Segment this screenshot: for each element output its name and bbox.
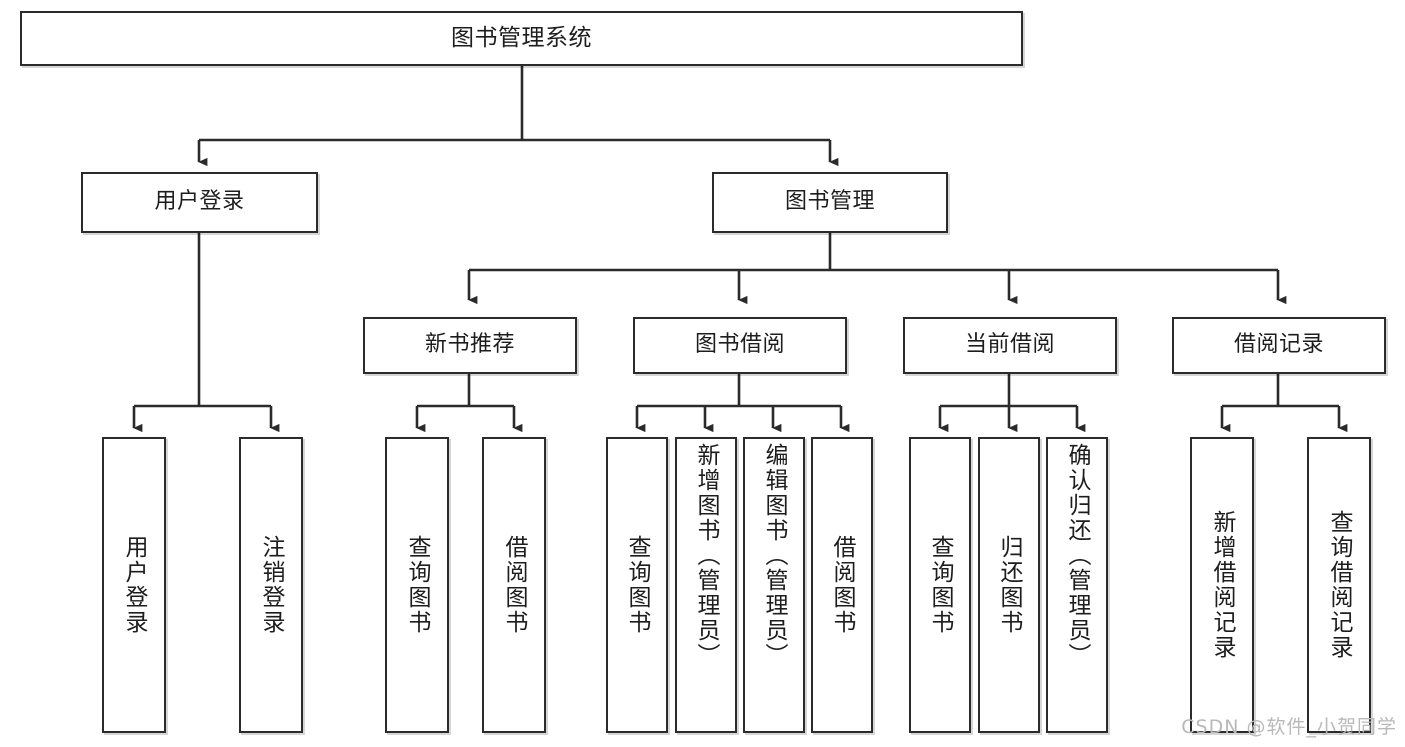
node-label: 确认归还（管理员）: [1064, 443, 1091, 668]
node-leaf-logout-login[interactable]: 注销登录: [239, 437, 303, 733]
node-label: 查询图书: [404, 535, 431, 635]
node-new-book-recommend[interactable]: 新书推荐: [363, 317, 577, 374]
node-leaf-user-login[interactable]: 用户登录: [102, 437, 166, 733]
node-book-management-system[interactable]: 图书管理系统: [20, 11, 1023, 66]
node-label: 新书推荐: [424, 332, 515, 358]
node-book-borrow[interactable]: 图书借阅: [633, 317, 847, 374]
node-current-borrow[interactable]: 当前借阅: [903, 317, 1117, 374]
watermark-text: CSDN @软件_小贺同学: [1181, 716, 1397, 738]
node-label: 借阅记录: [1233, 332, 1324, 358]
node-label: 查询图书: [624, 535, 651, 635]
node-label: 用户登录: [121, 535, 148, 635]
node-label: 用户登录: [154, 189, 245, 215]
node-label: 图书管理: [784, 189, 875, 215]
node-label: 编辑图书（管理员）: [761, 443, 788, 668]
node-label: 图书借阅: [694, 332, 785, 358]
node-label: 新增借阅记录: [1209, 510, 1236, 660]
node-leaf-query-book-3[interactable]: 查询图书: [909, 437, 971, 733]
node-label: 借阅图书: [501, 535, 528, 635]
node-label: 注销登录: [258, 535, 285, 635]
node-borrow-record[interactable]: 借阅记录: [1172, 317, 1386, 374]
node-leaf-borrow-book-1[interactable]: 借阅图书: [482, 437, 546, 733]
node-label: 新增图书（管理员）: [693, 443, 720, 668]
node-leaf-add-record[interactable]: 新增借阅记录: [1190, 437, 1254, 733]
node-label: 查询图书: [927, 535, 954, 635]
node-label: 查询借阅记录: [1326, 510, 1353, 660]
node-book-management[interactable]: 图书管理: [712, 172, 948, 233]
node-leaf-confirm-return[interactable]: 确认归还（管理员）: [1046, 437, 1108, 733]
node-leaf-add-book[interactable]: 新增图书（管理员）: [675, 437, 737, 733]
node-leaf-query-book-1[interactable]: 查询图书: [385, 437, 449, 733]
node-label: 归还图书: [996, 535, 1023, 635]
node-leaf-borrow-book-2[interactable]: 借阅图书: [811, 437, 873, 733]
node-label: 借阅图书: [829, 535, 856, 635]
node-user-login[interactable]: 用户登录: [81, 172, 318, 233]
node-label: 当前借阅: [964, 332, 1055, 358]
node-label: 图书管理系统: [451, 24, 592, 51]
node-leaf-return-book[interactable]: 归还图书: [978, 437, 1040, 733]
node-leaf-query-book-2[interactable]: 查询图书: [606, 437, 668, 733]
node-leaf-query-record[interactable]: 查询借阅记录: [1307, 437, 1371, 733]
node-leaf-edit-book[interactable]: 编辑图书（管理员）: [743, 437, 805, 733]
